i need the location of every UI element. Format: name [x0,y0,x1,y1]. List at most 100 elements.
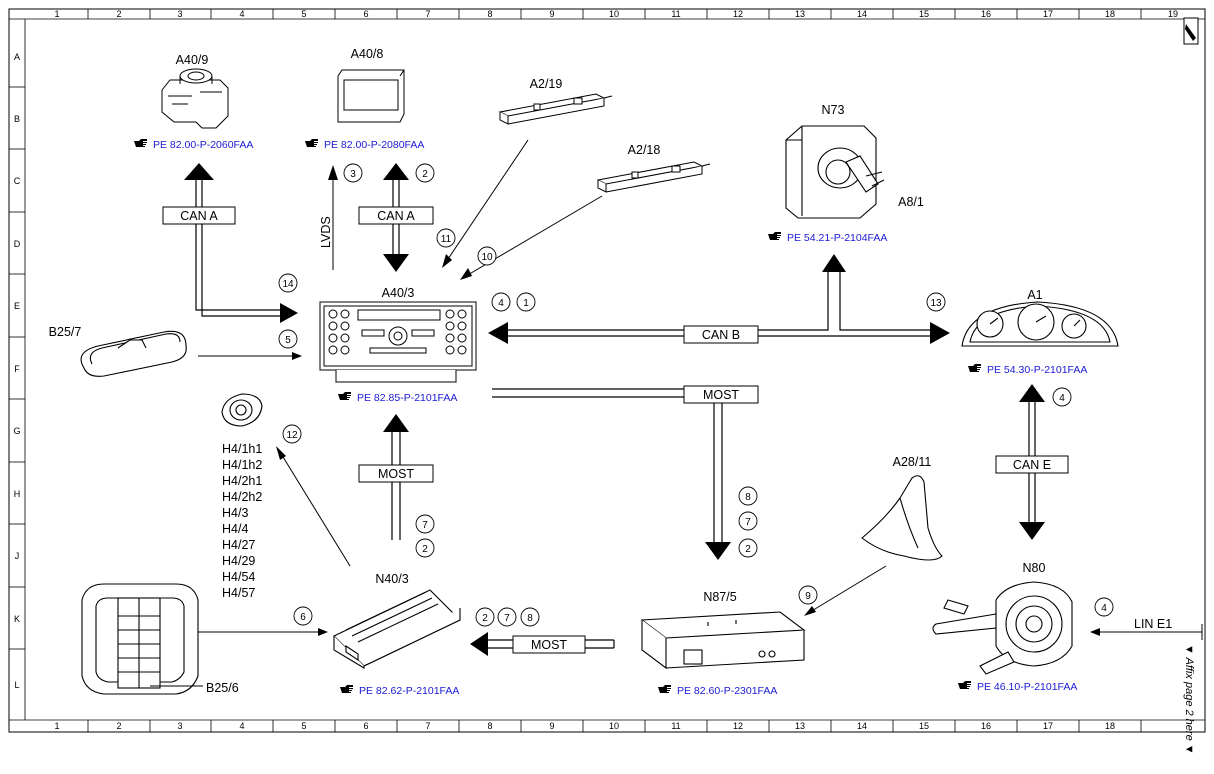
a40-3-ref-link[interactable]: PE 82.85-P-2101FAA [357,392,457,404]
most-right-bus [492,388,723,542]
signal-number: 1 [523,298,529,309]
signal-number: 5 [285,335,291,346]
a1-ref-link[interactable]: PE 54.30-P-2101FAA [987,364,1087,376]
arrowhead-left [1090,628,1100,636]
a8-1-label: A8/1 [898,195,924,209]
col-label-bottom: 15 [919,721,929,731]
signal-number: 14 [282,279,294,290]
most-bottom-box [512,635,586,654]
signal-number: 8 [527,613,533,624]
col-label-top: 9 [549,9,554,19]
signal-number: 10 [481,252,493,263]
a2-18-drawing [596,161,711,193]
row-label: L [14,680,19,690]
arrowhead [442,254,452,268]
most-mid-bus [391,432,401,540]
arrowhead-up [383,163,409,180]
row-label: H [14,489,21,499]
can-e-box [995,455,1069,474]
arrowhead-up [328,165,338,180]
ref-hand-icon [968,364,981,372]
arrowhead-left [488,322,508,344]
a2-19-drawing [498,93,613,125]
col-label-top: 12 [733,9,743,19]
col-label-bottom: 11 [671,721,680,731]
speaker-label: H4/54 [222,570,255,584]
lvds-label: LVDS [319,216,333,248]
arrowhead [804,606,816,616]
col-label-top: 3 [177,9,182,19]
a40-8-drawing [337,69,405,123]
col-label-top: 1 [54,9,59,19]
ref-hand-icon [768,232,781,240]
b25-6-label: B25/6 [206,681,239,695]
a40-9-ref-link[interactable]: PE 82.00-P-2060FAA [153,139,253,151]
a40-9-label: A40/9 [176,53,209,67]
ref-hand-icon [338,392,351,400]
col-label-bottom: 13 [795,721,805,731]
signal-number: 13 [930,298,942,309]
col-label-bottom: 12 [733,721,743,731]
speaker-label: H4/27 [222,538,255,552]
a40-8-label: A40/8 [351,47,384,61]
col-label-bottom: 18 [1105,721,1115,731]
signal-markers [278,163,1114,627]
most-mid-label: MOST [378,467,414,481]
n73-ref-link[interactable]: PE 54.21-P-2104FAA [787,232,887,244]
arrowhead-up [1019,384,1045,402]
arrowhead-up [822,254,846,272]
a2-19-label: A2/19 [530,77,563,91]
most-right-label: MOST [703,388,739,402]
col-label-bottom: 14 [857,721,867,731]
row-label: C [14,176,21,186]
row-label: A [14,52,20,62]
a1-drawing [961,301,1119,347]
most-bottom-label: MOST [531,638,567,652]
n87-5-label: N87/5 [703,590,736,604]
signal-number: 2 [745,544,751,555]
n40-3-ref-link[interactable]: PE 82.62-P-2101FAA [359,685,459,697]
n80-ref-link[interactable]: PE 46.10-P-2101FAA [977,681,1077,693]
col-label-top: 7 [425,9,430,19]
arrowhead-left [470,632,488,656]
ref-hand-icon [340,685,353,693]
col-label-bottom: 10 [609,721,619,731]
a2-18-label: A2/18 [628,143,661,157]
a2-19-arrow [445,139,529,263]
antenna-arrow [809,565,887,613]
ref-hand-icon [305,139,318,147]
signal-number: 3 [350,169,356,180]
col-label-bottom: 16 [981,721,991,731]
col-label-top: 11 [671,9,680,19]
speaker-label: H4/3 [222,506,248,520]
col-label-top: 17 [1043,9,1053,19]
arrowhead-right [930,322,950,344]
col-label-top: 6 [363,9,368,19]
affix-note: ▼ Affix page 2 here ▼ [1183,644,1195,755]
page-corner-icon [1183,17,1199,45]
arrowhead-right [280,303,298,323]
n87-5-ref-link[interactable]: PE 82.60-P-2301FAA [677,685,777,697]
grid-columns: 1 2 3 4 5 6 7 8 9 10 11 12 13 14 15 16 1… [54,9,1178,732]
n40-3-label: N40/3 [375,572,408,586]
signal-number: 7 [745,517,751,528]
col-label-bottom: 9 [549,721,554,731]
arrowhead-down [1019,522,1045,540]
row-label: B [14,114,20,124]
col-label-bottom: 7 [425,721,430,731]
arrowhead [276,446,286,460]
a40-8-ref-link[interactable]: PE 82.00-P-2080FAA [324,139,424,151]
col-label-top: 2 [116,9,121,19]
most-right-box [683,385,759,404]
signal-number: 4 [1059,393,1065,404]
row-label: G [13,426,20,436]
ref-hand-icon [658,685,671,693]
speaker-arrow [279,451,351,567]
col-label-top: 4 [239,9,244,19]
speaker-label: H4/2h2 [222,490,262,504]
row-label: E [14,301,20,311]
n80-label: N80 [1023,561,1046,575]
can-a-left-label: CAN A [180,209,218,223]
signal-number: 7 [422,520,428,531]
signal-number: 4 [498,298,504,309]
